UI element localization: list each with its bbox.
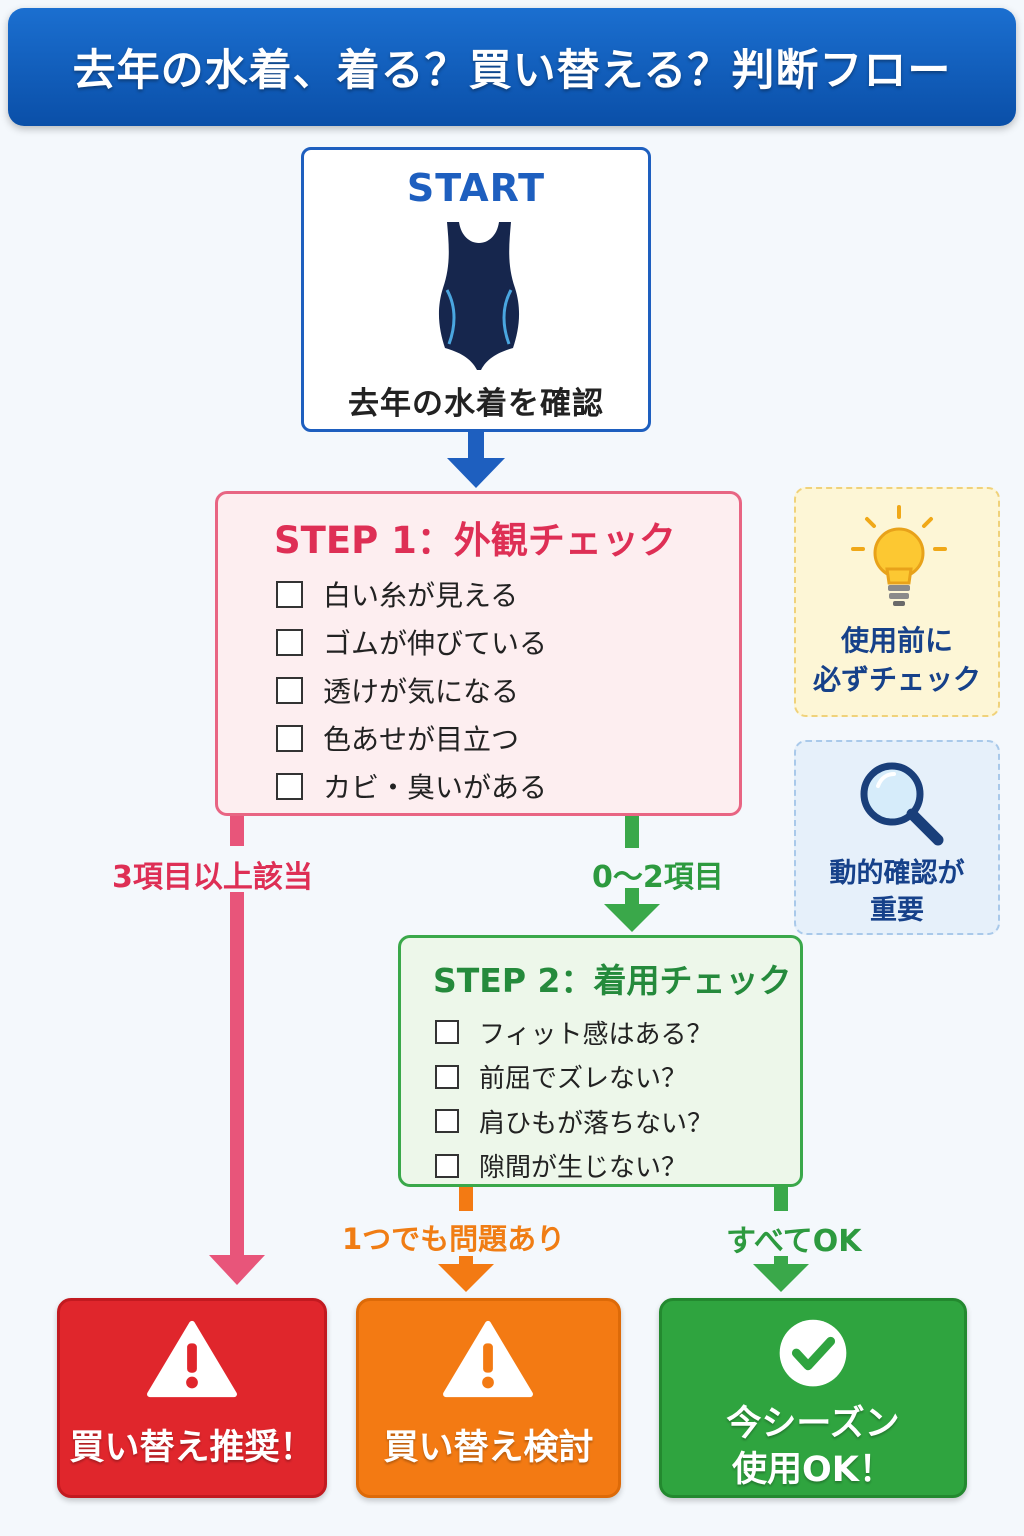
arrow-step1-to-step2 (604, 816, 660, 932)
result-label: 買い替え検討 (383, 1428, 594, 1468)
check-item-label: 白い糸が見える (323, 579, 519, 612)
step2-checklist: フィット感はある？ 前屈でズレない？ 肩ひもが落ちない？ 隙間が生じない？ (435, 1010, 713, 1188)
note-check-before-use: 使用前に 必ずチェック (794, 487, 1000, 717)
warning-icon (147, 1320, 237, 1398)
step1-title: STEP 1：外観チェック (274, 519, 676, 562)
checkbox[interactable] (276, 580, 303, 608)
start-label: START (406, 166, 546, 210)
checkbox[interactable] (435, 1109, 459, 1134)
step2-box: STEP 2：着用チェック フィット感はある？ 前屈でズレない？ 肩ひもが落ちな… (398, 935, 803, 1187)
check-item-label: 肩ひもが落ちない？ (479, 1108, 714, 1139)
step1-check-item: 白い糸が見える (276, 570, 547, 618)
branch-label-one-issue: 1つでも問題あり (342, 1222, 566, 1256)
branch-label-all-ok: すべてOK (726, 1224, 862, 1259)
checkbox[interactable] (435, 1153, 459, 1178)
result-label: 買い替え推奨！ (69, 1428, 315, 1468)
result-consider-replacing: 買い替え検討 (356, 1298, 621, 1498)
check-item-label: 色あせが目立つ (323, 723, 520, 756)
start-caption: 去年の水着を確認 (348, 386, 604, 422)
step1-check-item: 透けが気になる (276, 666, 547, 714)
swimsuit-icon (438, 222, 520, 370)
header-banner: 去年の水着、着る？買い替える？判断フロー (8, 8, 1016, 126)
arrow-step2-to-consider (438, 1187, 494, 1292)
lightbulb-icon (851, 505, 947, 606)
branch-label-zero-to-two: 0～2項目 (592, 860, 724, 895)
branch-label-three-plus: 3項目以上該当 (112, 860, 313, 895)
check-item-label: フィット感はある？ (479, 1019, 713, 1050)
warning-icon (443, 1320, 533, 1398)
arrow-step2-to-ok (753, 1187, 809, 1292)
arrow-step1-to-replace (209, 816, 265, 1285)
step1-checklist: 白い糸が見える ゴムが伸びている 透けが気になる 色あせが目立つ カビ・臭いがあ… (276, 570, 547, 810)
checkbox[interactable] (276, 628, 303, 656)
step1-check-item: カビ・臭いがある (276, 762, 547, 810)
checkbox[interactable] (435, 1020, 459, 1045)
check-item-label: カビ・臭いがある (323, 771, 548, 804)
arrow-start-to-step1 (447, 432, 505, 488)
step2-check-item: フィット感はある？ (435, 1010, 713, 1055)
result-ok-this-season: 今シーズン 使用OK！ (659, 1298, 967, 1498)
checkbox[interactable] (276, 724, 303, 752)
check-item-label: 隙間が生じない？ (479, 1153, 688, 1184)
note-text: 使用前に 必ずチェック (812, 624, 981, 696)
note-text: 動的確認が 重要 (829, 858, 965, 926)
note-dynamic-check: 動的確認が 重要 (794, 740, 1000, 935)
step1-check-item: ゴムが伸びている (276, 618, 547, 666)
page-title: 去年の水着、着る？買い替える？判断フロー (72, 46, 952, 96)
check-item-label: ゴムが伸びている (323, 627, 548, 660)
checkmark-icon (779, 1319, 847, 1387)
step1-check-item: 色あせが目立つ (276, 714, 547, 762)
result-label: 今シーズン 使用OK！ (726, 1404, 900, 1490)
start-box: START 去年の水着を確認 (301, 147, 651, 432)
magnifier-icon (860, 762, 944, 846)
step2-check-item: 前屈でズレない？ (435, 1055, 713, 1100)
checkbox[interactable] (276, 772, 303, 800)
check-item-label: 透けが気になる (323, 675, 520, 708)
step2-check-item: 肩ひもが落ちない？ (435, 1099, 713, 1144)
checkbox[interactable] (435, 1064, 459, 1089)
checkbox[interactable] (276, 676, 303, 704)
check-item-label: 前屈でズレない？ (479, 1064, 688, 1095)
step2-title: STEP 2：着用チェック (433, 961, 792, 1000)
step1-box: STEP 1：外観チェック 白い糸が見える ゴムが伸びている 透けが気になる 色… (215, 491, 742, 816)
result-replace-recommended: 買い替え推奨！ (57, 1298, 327, 1498)
step2-check-item: 隙間が生じない？ (435, 1144, 713, 1189)
